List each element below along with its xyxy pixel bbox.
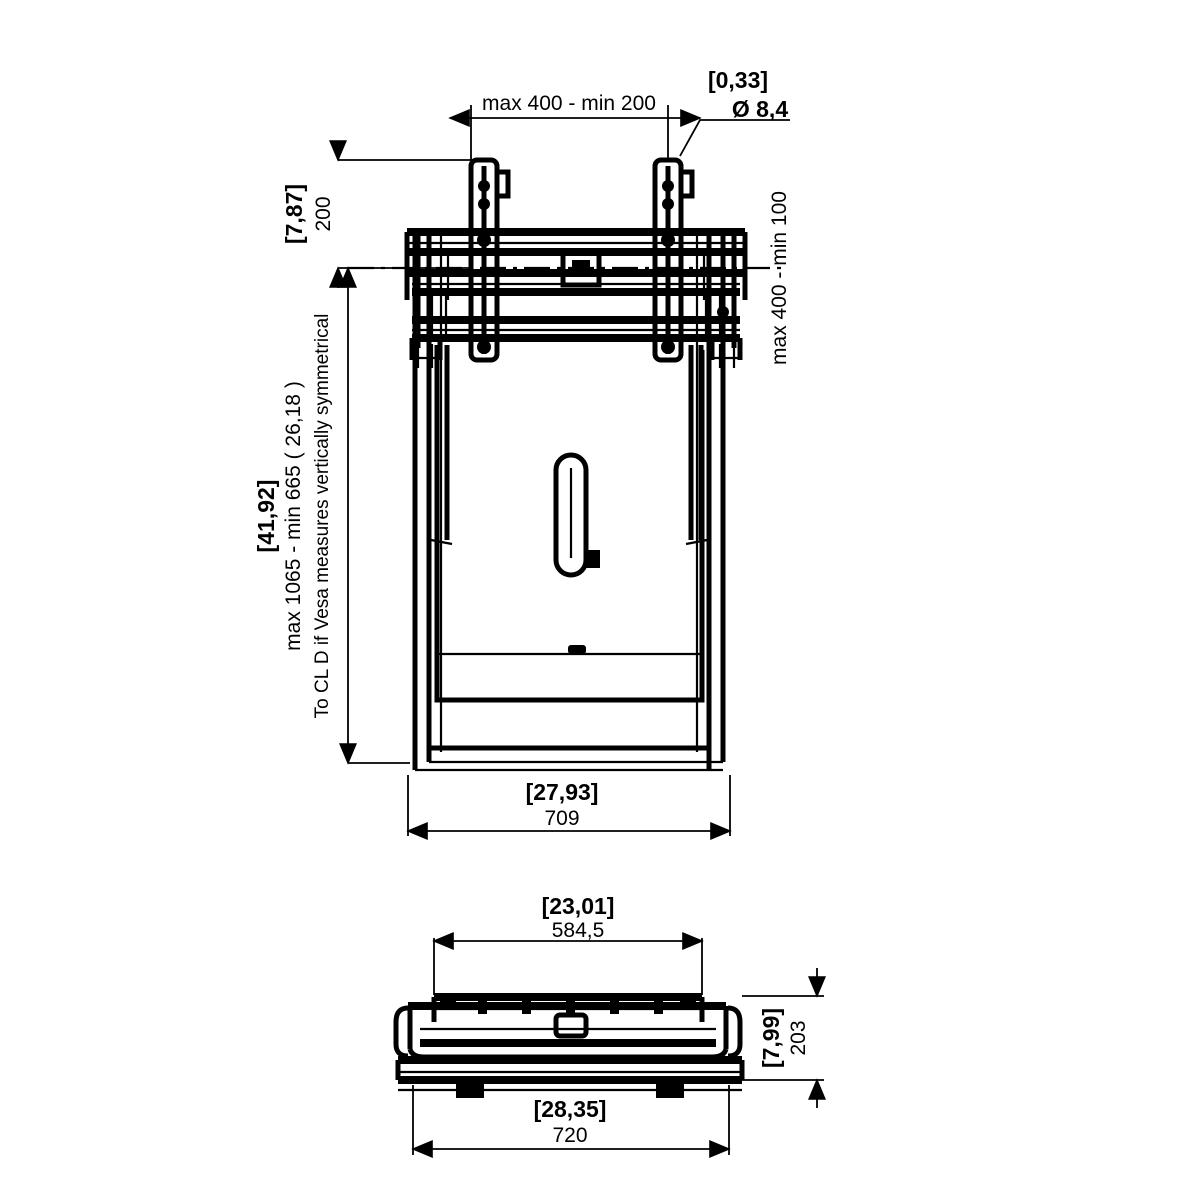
side-base-plate bbox=[395, 1056, 745, 1098]
vesa-strip-left bbox=[468, 157, 511, 363]
side-outer-shells bbox=[393, 1005, 743, 1059]
dim-top-offset-inch-label: [7,87] bbox=[281, 184, 307, 244]
dim-depth-mm-label: 203 bbox=[787, 1020, 810, 1055]
dim-overall-height-inch-label: [41,92] bbox=[253, 480, 279, 553]
dim-overall-width-mm-label: 709 bbox=[544, 807, 579, 830]
foot-right bbox=[656, 1080, 684, 1098]
dim-outer-width-inch-label: [28,35] bbox=[534, 1096, 607, 1122]
dim-outer-width-mm-label: 720 bbox=[552, 1124, 587, 1147]
dim-overall-height-mm-label: max 1065 - min 665 ( 26,18 ) bbox=[282, 381, 305, 651]
panel-body bbox=[415, 350, 723, 772]
side-view-dimensions: [23,01] 584,5 [7,99] 203 [28,35] 720 bbox=[411, 893, 826, 1158]
handle-slot bbox=[553, 452, 600, 578]
dim-overall-width: [27,93] 709 bbox=[406, 775, 732, 840]
dim-vesa-vertical: max 400 - min 100 bbox=[768, 191, 791, 365]
front-view-dimensions: max 400 - min 200 [0,33] Ø 8,4 [7,87] 20… bbox=[253, 67, 791, 840]
dim-hole-mm-label: Ø 8,4 bbox=[732, 96, 788, 122]
dim-hole-diameter: [0,33] Ø 8,4 bbox=[679, 67, 790, 157]
dim-vesa-vertical-label: max 400 - min 100 bbox=[768, 191, 791, 365]
side-view-geometry bbox=[393, 993, 745, 1098]
dim-hole-inch-label: [0,33] bbox=[708, 67, 768, 93]
dim-inner-width: [23,01] 584,5 bbox=[432, 893, 704, 995]
dim-outer-width: [28,35] 720 bbox=[411, 1085, 731, 1158]
dim-overall-height: [41,92] max 1065 - min 665 ( 26,18 ) To … bbox=[253, 266, 410, 765]
dim-depth-inch-label: [7,99] bbox=[758, 1008, 784, 1068]
vesa-bracket-assembly bbox=[404, 228, 748, 360]
latch-detail bbox=[568, 645, 586, 654]
dim-overall-height-note: To CL D if Vesa measures vertically symm… bbox=[312, 314, 333, 719]
dim-inner-width-mm-label: 584,5 bbox=[552, 919, 605, 942]
dim-depth: [7,99] 203 bbox=[742, 968, 826, 1108]
dim-vesa-horizontal: max 400 - min 200 bbox=[448, 92, 702, 127]
front-view-geometry bbox=[404, 157, 748, 772]
foot-left bbox=[456, 1080, 484, 1098]
dim-overall-width-inch-label: [27,93] bbox=[526, 779, 599, 805]
side-boss bbox=[553, 1012, 589, 1039]
dim-top-offset-mm-label: 200 bbox=[312, 196, 335, 231]
side-wing-details bbox=[416, 292, 736, 368]
dim-vesa-horizontal-label: max 400 - min 200 bbox=[482, 92, 656, 115]
center-boss bbox=[560, 249, 602, 288]
dim-inner-width-inch-label: [23,01] bbox=[542, 893, 615, 919]
